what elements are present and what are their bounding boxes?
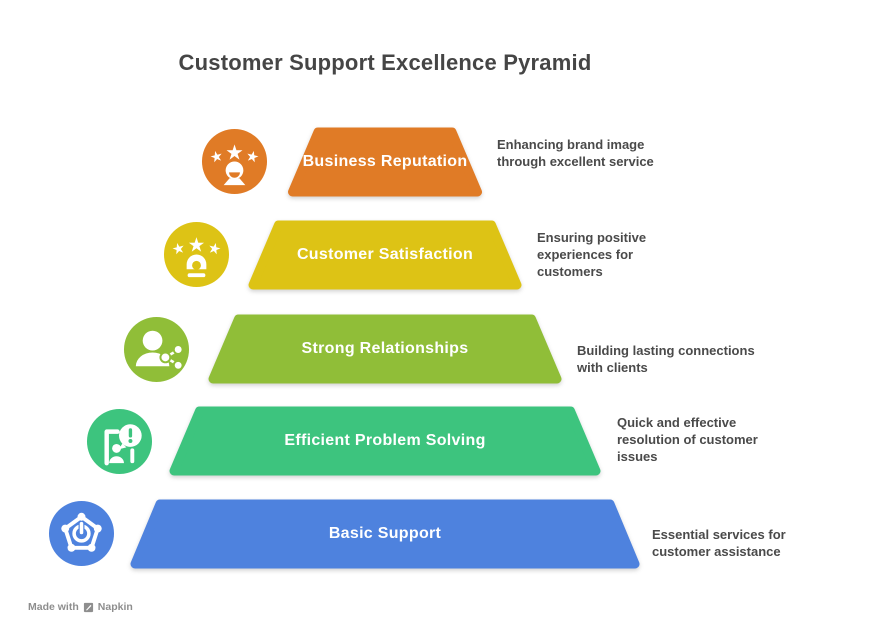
band-label-basic-support: Basic Support [328, 525, 442, 542]
description-strong-relationships: Building lasting connections with client… [577, 343, 755, 376]
svg-text:★: ★ [208, 148, 225, 167]
svg-text:★: ★ [188, 235, 206, 257]
reputation-stars-icon: ★ ★ ★ [201, 128, 268, 195]
band-basic-support [130, 499, 640, 569]
band-efficient-problem-solving [169, 406, 601, 476]
napkin-logo-icon [83, 602, 93, 612]
band-label-efficient-problem-solving: Efficient Problem Solving [284, 432, 486, 449]
svg-text:★: ★ [206, 240, 223, 259]
satisfaction-stars-icon: ★ ★ ★ [163, 221, 230, 288]
problem-alert-icon [86, 408, 153, 475]
watermark: Made with Napkin [28, 601, 133, 613]
watermark-brand: Napkin [97, 601, 133, 613]
band-label-strong-relationships: Strong Relationships [301, 340, 469, 357]
watermark-prefix: Made with [28, 601, 79, 613]
band-customer-satisfaction [248, 220, 522, 290]
description-basic-support: Essential services for customer assistan… [652, 527, 786, 560]
description-business-reputation: Enhancing brand image through excellent … [497, 137, 654, 170]
description-customer-satisfaction: Ensuring positive experiences for custom… [537, 230, 647, 280]
svg-text:★: ★ [244, 148, 261, 167]
people-network-icon [123, 316, 190, 383]
band-strong-relationships [208, 314, 562, 384]
description-efficient-problem-solving: Quick and effective resolution of custom… [617, 415, 758, 465]
diagram-title: Customer Support Excellence Pyramid [178, 50, 592, 75]
svg-text:★: ★ [170, 240, 187, 259]
svg-text:★: ★ [225, 142, 244, 165]
band-business-reputation [288, 127, 482, 197]
band-label-customer-satisfaction: Customer Satisfaction [296, 246, 474, 263]
band-label-business-reputation: Business Reputation [302, 153, 468, 170]
support-badge-icon [48, 500, 115, 567]
